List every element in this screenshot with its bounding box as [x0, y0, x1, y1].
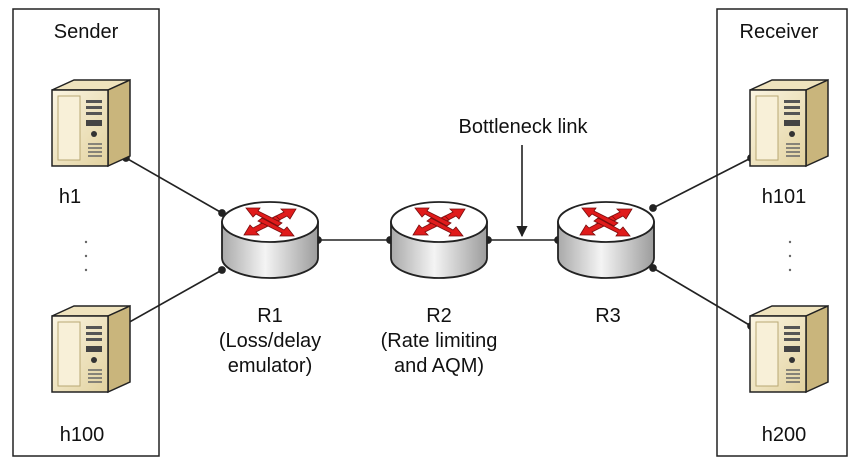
- sender-title: Sender: [54, 21, 119, 43]
- receiver-box: [716, 8, 848, 457]
- router-desc-r1-line2: emulator): [228, 355, 312, 377]
- link-r3-h200: [649, 264, 755, 330]
- receiver-title: Receiver: [740, 21, 819, 43]
- bottleneck-label: Bottleneck link: [459, 116, 589, 138]
- router-icon-r1: [221, 201, 319, 279]
- ellipsis-dots-sender: [84, 240, 88, 272]
- router-desc-r1-line1: (Loss/delay: [219, 330, 321, 352]
- router-icon-r2: [390, 201, 488, 279]
- router-name-r2: R2: [426, 305, 452, 327]
- links: [122, 154, 755, 330]
- server-icon-h101: [749, 79, 829, 167]
- ellipsis-dots-receiver: [788, 240, 792, 272]
- host-label-h200: h200: [762, 424, 807, 446]
- link-h100-r1: [122, 266, 226, 328]
- host-label-h1: h1: [59, 186, 81, 208]
- router-name-r3: R3: [595, 305, 621, 327]
- router-icon-r3: [557, 201, 655, 279]
- sender-box: [12, 8, 160, 457]
- router-name-r1: R1: [257, 305, 283, 327]
- server-icon-h200: [749, 305, 829, 393]
- server-icon-h1: [51, 79, 131, 167]
- router-desc-r2-line1: (Rate limiting: [381, 330, 498, 352]
- router-desc-r2-line2: and AQM): [394, 355, 484, 377]
- host-label-h101: h101: [762, 186, 807, 208]
- link-r3-h101: [649, 154, 755, 212]
- host-label-h100: h100: [60, 424, 105, 446]
- server-icon-h100: [51, 305, 131, 393]
- link-h1-r1: [122, 154, 226, 217]
